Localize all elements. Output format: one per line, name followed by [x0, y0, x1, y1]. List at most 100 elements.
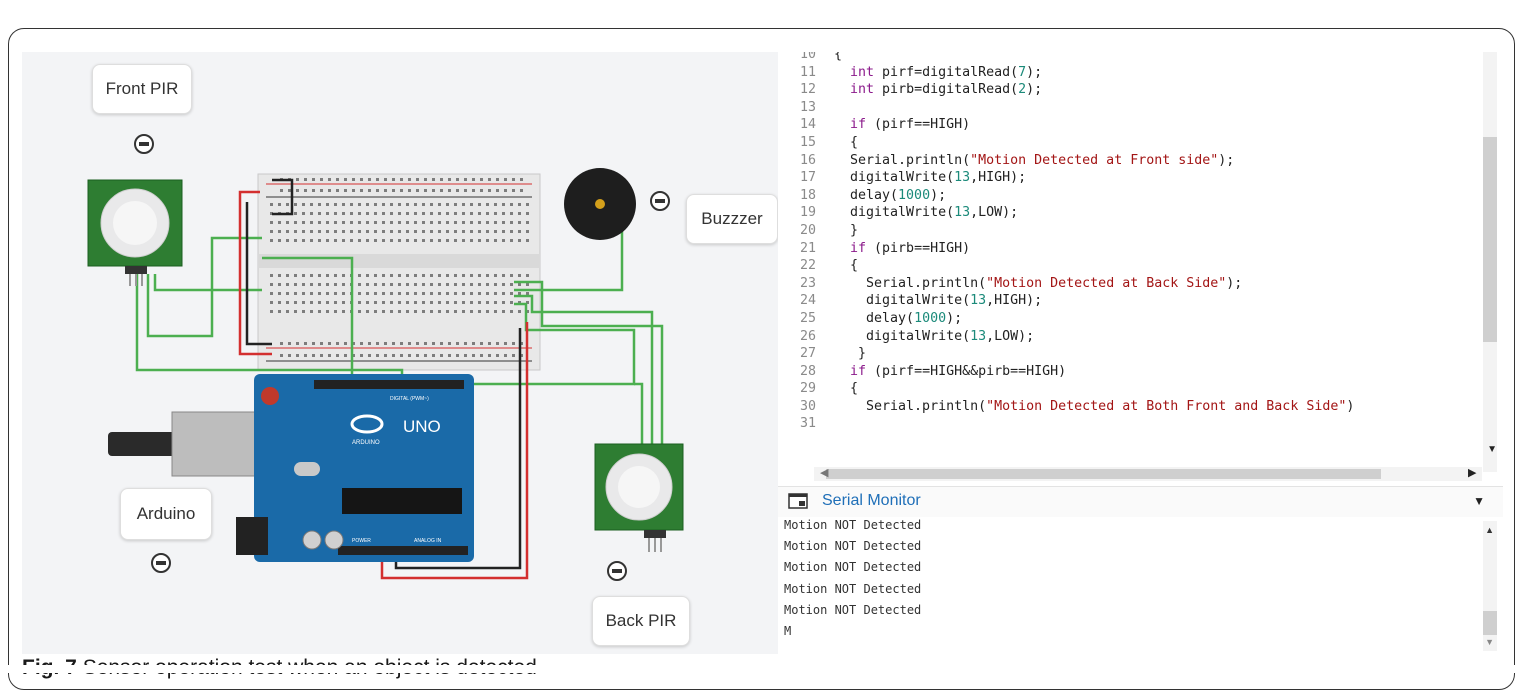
arduino-brand-text: ARDUINO: [352, 440, 380, 446]
arduino-logo-text: UNO: [403, 417, 441, 436]
code-token: (pirf==HIGH): [866, 117, 971, 133]
power-header-label: POWER: [352, 538, 371, 544]
code-line[interactable]: 15 {: [778, 134, 1354, 152]
line-number: 26: [799, 328, 816, 344]
line-number: 29: [799, 381, 816, 397]
arduino-board[interactable]: UNO ARDUINO DIGITAL (PWM~) POWER ANALOG …: [108, 374, 474, 562]
code-editor[interactable]: 10{11 int pirf=digitalRead(7);12 int pir…: [778, 52, 1503, 486]
code-token: "Motion Detected at Front side": [970, 152, 1219, 168]
code-line[interactable]: 13: [778, 99, 1354, 117]
back-pir-callout[interactable]: Back PIR: [592, 596, 690, 646]
line-number: 30: [799, 398, 816, 414]
serial-scroll-thumb[interactable]: [1483, 611, 1497, 635]
code-token: [834, 364, 850, 379]
code-line[interactable]: 17 digitalWrite(13,HIGH);: [778, 169, 1354, 187]
scroll-down-icon[interactable]: ▼: [1487, 444, 1497, 455]
serial-monitor-scrollbar[interactable]: [1483, 521, 1497, 651]
buzzer-callout[interactable]: Buzzzer: [686, 194, 778, 244]
code-token: if: [850, 117, 867, 133]
code-token: );: [1218, 152, 1235, 168]
serial-monitor-title: Serial Monitor: [822, 492, 921, 509]
code-token: 1000: [898, 187, 931, 203]
scroll-left-icon[interactable]: ◀: [820, 467, 829, 479]
serial-output-line: Motion NOT Detected: [784, 581, 922, 596]
scroll-down-icon[interactable]: ▼: [1485, 637, 1494, 647]
code-line[interactable]: 18 delay(1000);: [778, 187, 1354, 205]
line-number: 16: [799, 152, 816, 168]
code-vscroll-thumb[interactable]: [1483, 137, 1497, 342]
code-line[interactable]: 11 int pirf=digitalRead(7);: [778, 64, 1354, 82]
code-token: ,LOW);: [986, 328, 1035, 344]
front-pir-callout[interactable]: Front PIR: [92, 64, 192, 114]
line-number: 14: [799, 117, 816, 133]
code-line[interactable]: 27 }: [778, 345, 1354, 363]
collapse-buzzer-icon[interactable]: [650, 191, 670, 211]
front-pir-sensor[interactable]: [87, 179, 183, 286]
digital-header-label: DIGITAL (PWM~): [390, 396, 429, 402]
code-token: [834, 117, 850, 132]
breadboard[interactable]: [257, 173, 541, 371]
collapse-back-pir-icon[interactable]: [607, 561, 627, 581]
code-token: ,LOW);: [970, 205, 1019, 221]
back-pir-label: Back PIR: [605, 611, 677, 630]
code-token: ,HIGH);: [986, 293, 1043, 309]
line-number: 20: [799, 222, 816, 238]
code-line[interactable]: 24 digitalWrite(13,HIGH);: [778, 292, 1354, 310]
code-line[interactable]: 31: [778, 415, 1354, 433]
code-line[interactable]: 28 if (pirf==HIGH&&pirb==HIGH): [778, 363, 1354, 381]
code-token: "Motion Detected at Back Side": [986, 275, 1227, 291]
code-token: 13: [954, 205, 971, 221]
buzzer-label: Buzzzer: [701, 209, 763, 228]
collapse-arduino-icon[interactable]: [151, 553, 171, 573]
serial-output-line: M: [784, 624, 792, 639]
code-token: Serial.println(: [834, 398, 987, 414]
front-pir-label: Front PIR: [105, 79, 179, 98]
code-token: 13: [954, 170, 971, 186]
code-token: {: [834, 52, 843, 62]
code-line[interactable]: 25 delay(1000);: [778, 310, 1354, 328]
code-hscroll-thumb[interactable]: [826, 469, 1381, 479]
code-horizontal-scrollbar[interactable]: [814, 467, 1482, 481]
code-line[interactable]: 26 digitalWrite(13,LOW);: [778, 328, 1354, 346]
code-line[interactable]: 10{: [778, 52, 1354, 64]
code-token: "Motion Detected at Both Front and Back …: [986, 398, 1347, 414]
code-token: if: [850, 240, 867, 256]
code-line[interactable]: 29 {: [778, 380, 1354, 398]
code-line[interactable]: 16 Serial.println("Motion Detected at Fr…: [778, 152, 1354, 170]
back-pir-sensor[interactable]: [594, 443, 684, 552]
code-token: ,HIGH);: [970, 170, 1027, 186]
code-token: if: [850, 363, 867, 379]
code-token: {: [834, 134, 859, 150]
code-token: ): [1346, 398, 1355, 414]
scroll-up-icon[interactable]: ▲: [1485, 525, 1494, 535]
code-line[interactable]: 22 {: [778, 257, 1354, 275]
code-line[interactable]: 23 Serial.println("Motion Detected at Ba…: [778, 275, 1354, 293]
line-number: 28: [799, 363, 816, 379]
line-number: 31: [799, 416, 816, 432]
code-line[interactable]: 19 digitalWrite(13,LOW);: [778, 204, 1354, 222]
code-line[interactable]: 14 if (pirf==HIGH): [778, 116, 1354, 134]
code-token: }: [834, 222, 859, 238]
line-number: 22: [799, 258, 816, 274]
serial-monitor-header[interactable]: Serial Monitor ▼: [778, 486, 1503, 518]
code-token: {: [834, 381, 859, 397]
code-lines[interactable]: 10{11 int pirf=digitalRead(7);12 int pir…: [778, 52, 1354, 433]
code-line[interactable]: 21 if (pirb==HIGH): [778, 240, 1354, 258]
circuit-drawing: UNO ARDUINO DIGITAL (PWM~) POWER ANALOG …: [87, 168, 684, 580]
arduino-callout[interactable]: Arduino: [120, 488, 212, 540]
code-token: [834, 241, 850, 256]
code-line[interactable]: 20 }: [778, 222, 1354, 240]
code-token: digitalWrite(: [834, 328, 971, 344]
line-number: 12: [799, 82, 816, 98]
code-line[interactable]: 30 Serial.println("Motion Detected at Bo…: [778, 398, 1354, 416]
code-vertical-scrollbar[interactable]: [1483, 52, 1497, 472]
code-line[interactable]: 12 int pirb=digitalRead(2);: [778, 81, 1354, 99]
collapse-panel-icon[interactable]: ▼: [1473, 494, 1485, 508]
scroll-right-icon[interactable]: ▶: [1468, 467, 1477, 479]
arduino-label: Arduino: [136, 504, 196, 523]
collapse-front-pir-icon[interactable]: [134, 134, 154, 154]
line-number: 18: [799, 187, 816, 203]
buzzer-component[interactable]: [564, 168, 636, 240]
